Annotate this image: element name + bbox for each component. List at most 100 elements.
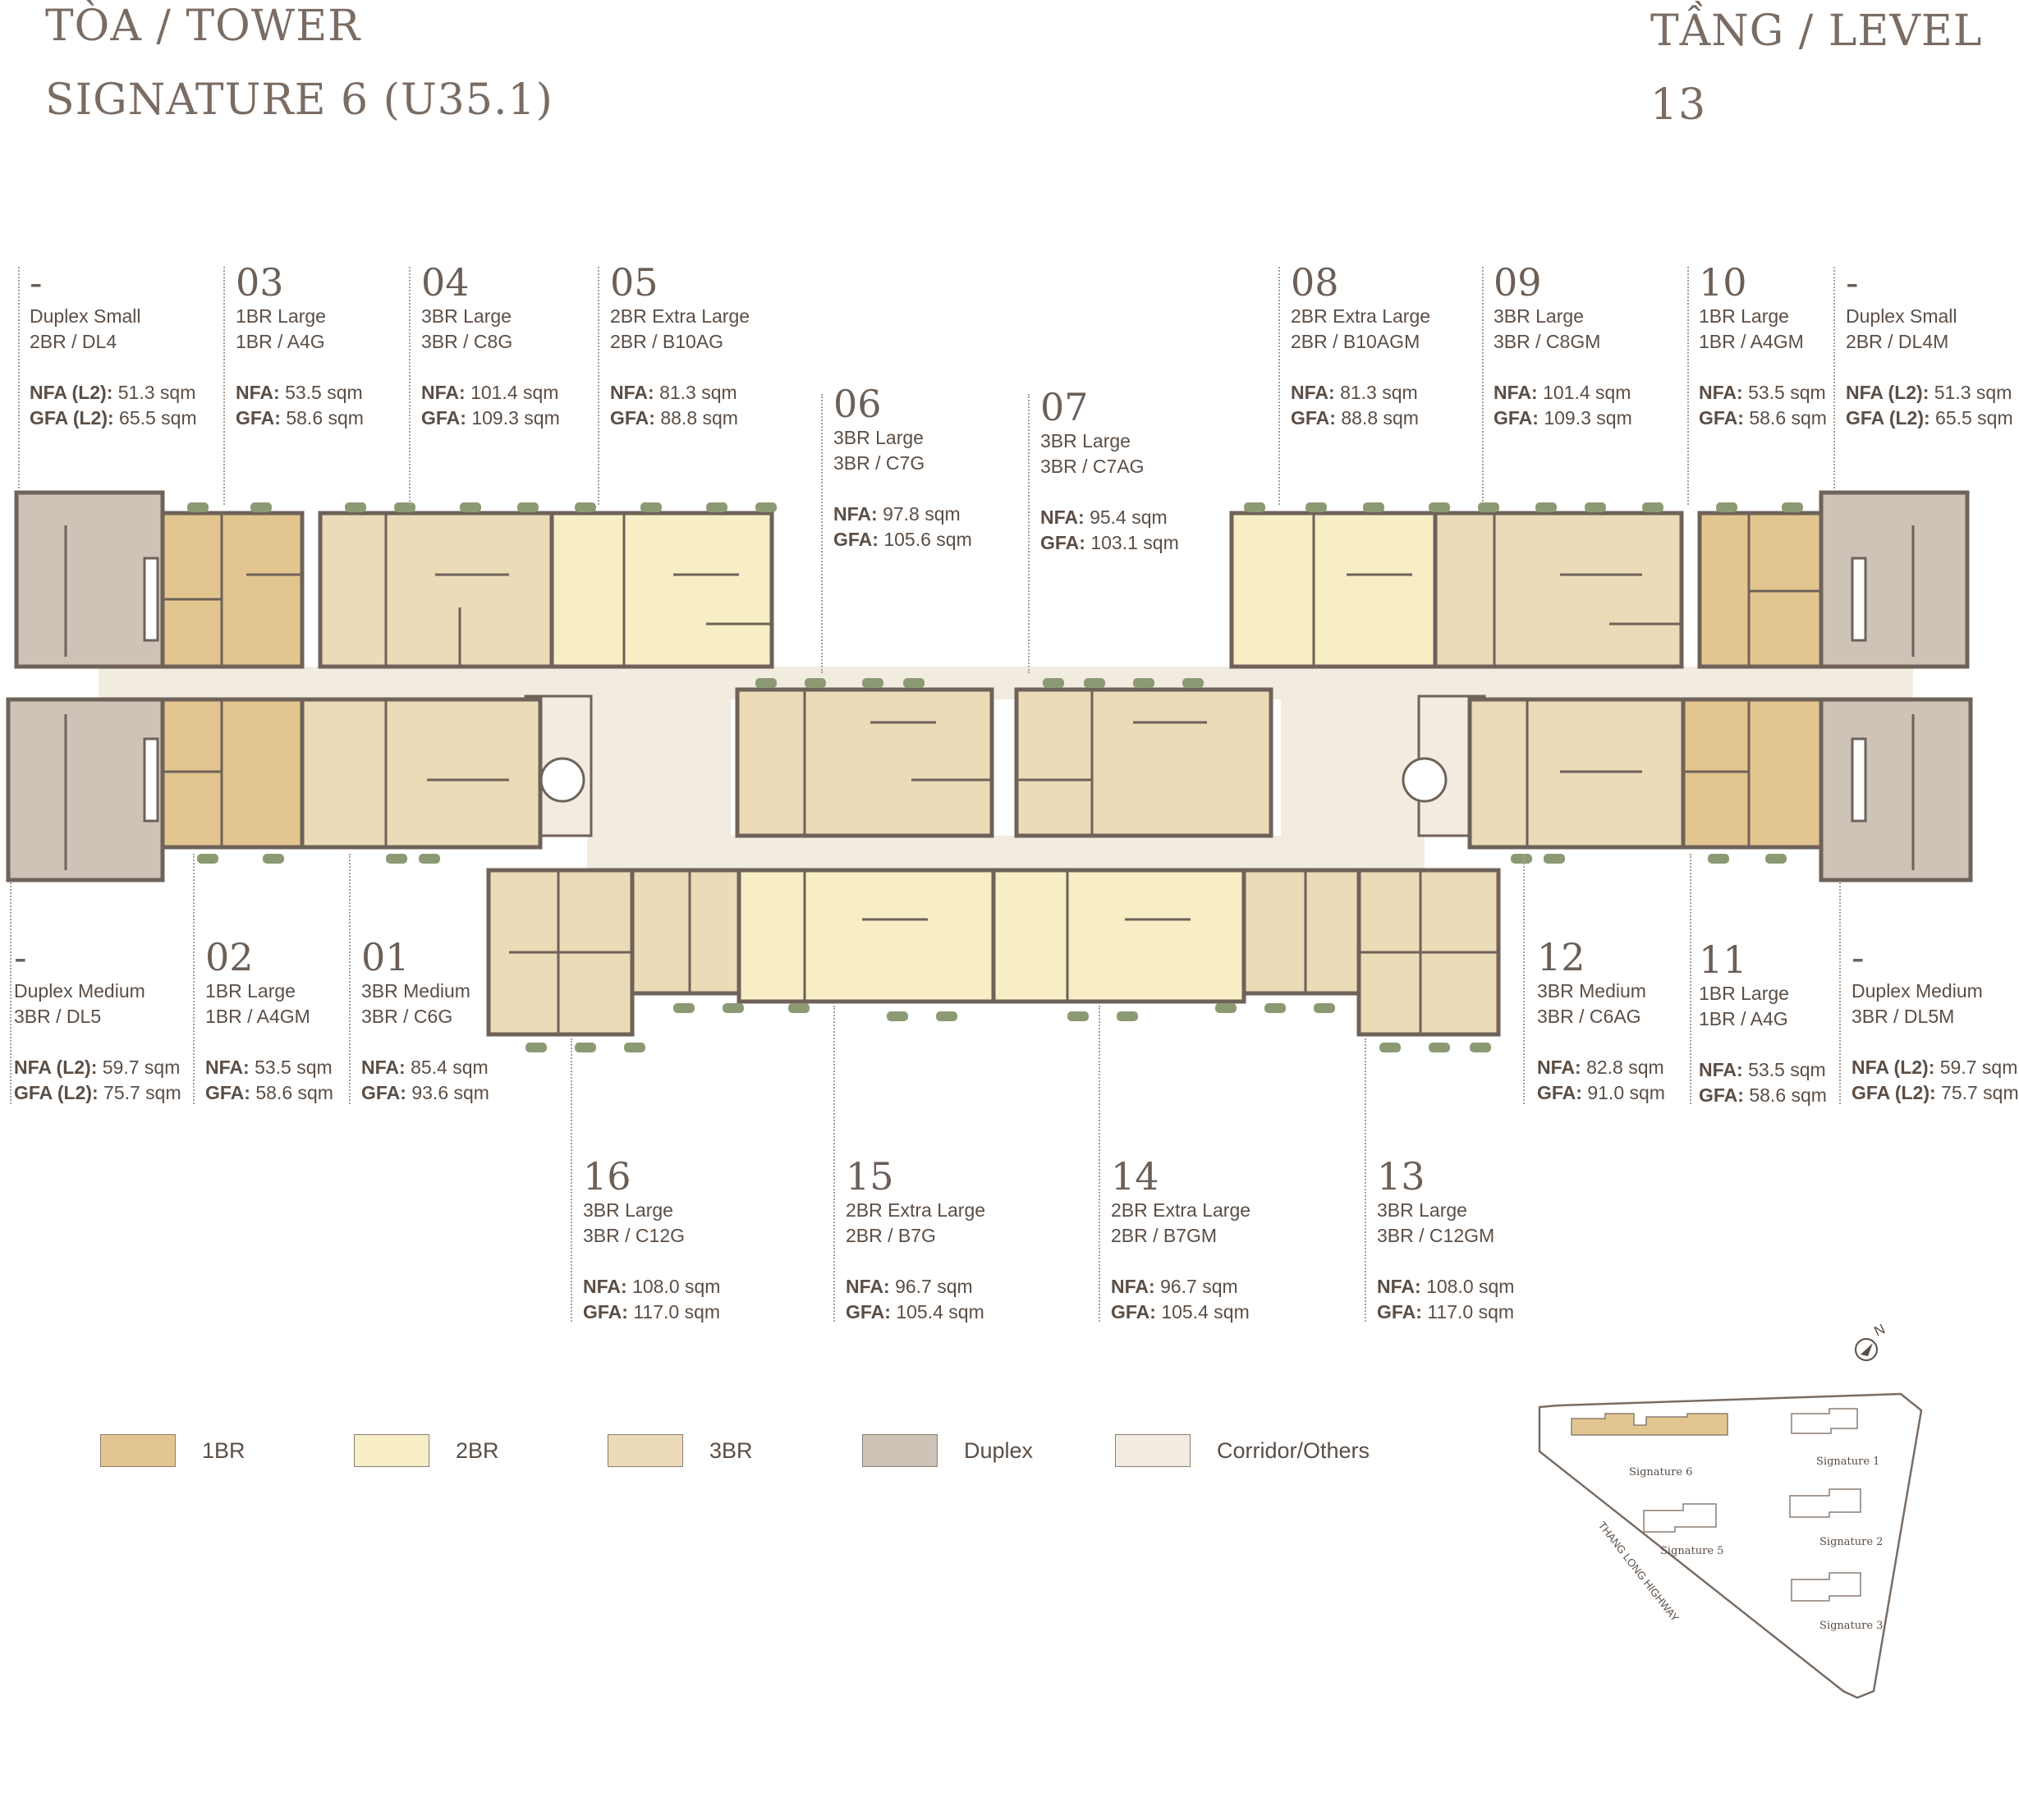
leader-duplex-dl5 <box>10 882 11 1104</box>
unit-type: 3BR Large <box>583 1199 673 1221</box>
block-unit-15 <box>736 868 996 1004</box>
unit-card-duplex-dl5m: - Duplex Medium 3BR / DL5M NFA (L2): 59.… <box>1852 935 2019 1106</box>
stair-right <box>1402 757 1448 803</box>
nfa-label: NFA: <box>205 1057 250 1078</box>
balcony-planter <box>1363 502 1384 512</box>
gfa-value: 105.6 sqm <box>883 529 972 550</box>
nfa-label: NFA (L2): <box>14 1057 98 1078</box>
unit-type: Duplex Small <box>30 305 141 327</box>
unit-type: 2BR Extra Large <box>610 305 750 327</box>
legend-label: 3BR <box>709 1437 753 1463</box>
gfa-label: GFA: <box>236 407 281 429</box>
unit-gfa: GFA: 58.6 sqm <box>1699 1083 1896 1108</box>
unit-nfa: NFA: 101.4 sqm <box>1494 380 1691 406</box>
unit-number: - <box>1846 260 1859 305</box>
block-unit-14 <box>991 868 1246 1004</box>
leader-10 <box>1687 267 1689 505</box>
unit-code: 3BR / C12GM <box>1377 1225 1495 1246</box>
unit-code: 2BR / B10AG <box>610 331 724 352</box>
unit-nfa: NFA: 95.4 sqm <box>1040 505 1237 530</box>
balcony-planter <box>1470 1043 1491 1052</box>
unit-code: 3BR / DL5 <box>14 1006 102 1027</box>
unit-number: 07 <box>1040 385 1089 429</box>
balcony-planter <box>525 1043 547 1052</box>
unit-nfa: NFA: 82.8 sqm <box>1537 1055 1734 1080</box>
leader-11 <box>1690 854 1691 1104</box>
block-unit-16b <box>630 868 741 996</box>
gfa-value: 105.4 sqm <box>896 1301 984 1323</box>
unit-nfa: NFA: 53.5 sqm <box>205 1055 402 1080</box>
legend-corridor: Corridor/Others <box>1115 1433 1370 1469</box>
unit-type: Duplex Small <box>1846 305 1957 327</box>
balcony-planter <box>903 678 925 688</box>
stair-left-flight-lower <box>143 737 159 823</box>
unit-type: 3BR Large <box>1040 430 1131 452</box>
unit-number: - <box>1852 935 1865 979</box>
leader-16 <box>571 1038 572 1322</box>
legend-swatch <box>862 1434 938 1467</box>
unit-code: 1BR / A4GM <box>1699 331 1804 352</box>
balcony-planter <box>187 502 209 512</box>
leader-08 <box>1278 267 1280 505</box>
balcony-planter <box>755 678 777 688</box>
unit-number: 09 <box>1494 260 1542 305</box>
tower-name: SIGNATURE 6 (U35.1) <box>45 76 553 125</box>
nfa-value: 101.4 sqm <box>1543 382 1631 403</box>
nfa-label: NFA: <box>1537 1057 1581 1078</box>
balcony-planter <box>517 502 539 512</box>
nfa-label: NFA (L2): <box>30 382 113 403</box>
unit-type: 1BR Large <box>236 305 326 327</box>
nfa-label: NFA: <box>610 382 654 403</box>
block-unit-13b <box>1241 868 1361 996</box>
unit-nfa: NFA: 81.3 sqm <box>610 380 807 406</box>
unit-type: 3BR Large <box>421 305 512 327</box>
unit-code: 3BR / C12G <box>583 1225 685 1246</box>
unit-nfa: NFA: 108.0 sqm <box>1377 1274 1574 1300</box>
balcony-planter <box>1133 678 1154 688</box>
balcony-planter <box>1314 1003 1335 1013</box>
unit-type: 1BR Large <box>1699 983 1789 1004</box>
unit-gfa: GFA (L2): 75.7 sqm <box>14 1080 211 1106</box>
balcony-planter <box>1585 502 1606 512</box>
unit-number: - <box>14 935 27 979</box>
unit-code: 2BR / B7G <box>846 1225 936 1246</box>
unit-gfa: GFA: 105.4 sqm <box>1111 1300 1308 1325</box>
legend-label: Duplex <box>964 1437 1034 1463</box>
balcony-planter <box>1782 502 1803 512</box>
unit-number: 14 <box>1111 1154 1159 1199</box>
stair-cores <box>143 557 1867 823</box>
balcony-planter <box>419 854 440 864</box>
balcony-planter <box>1765 854 1787 864</box>
unit-code: 3BR / C8GM <box>1494 331 1601 352</box>
unit-code: 3BR / DL5M <box>1852 1006 1955 1027</box>
gfa-label: GFA: <box>583 1301 628 1323</box>
balcony-planter <box>1535 502 1557 512</box>
balcony-planter <box>673 1003 695 1013</box>
leader-06 <box>821 394 823 673</box>
nfa-value: 97.8 sqm <box>883 503 961 525</box>
balcony-planter <box>624 1043 645 1052</box>
unit-number: 02 <box>205 935 254 979</box>
leader-07 <box>1028 394 1030 673</box>
block-unit-09 <box>1433 511 1684 669</box>
unit-card-12: 12 3BR Medium 3BR / C6AG NFA: 82.8 sqm G… <box>1537 936 1734 1106</box>
block-unit-04 <box>318 511 554 669</box>
unit-gfa: GFA: 93.6 sqm <box>361 1080 558 1106</box>
unit-card-06: 06 3BR Large 3BR / C7G NFA: 97.8 sqm GFA… <box>833 383 1030 552</box>
unit-gfa: GFA (L2): 65.5 sqm <box>30 406 227 431</box>
balcony-planter <box>788 1003 810 1013</box>
unit-card-15: 15 2BR Extra Large 2BR / B7G NFA: 96.7 s… <box>846 1155 1043 1325</box>
gfa-label: GFA: <box>1291 407 1336 429</box>
leader-12 <box>1523 854 1525 1104</box>
balcony-planter <box>1544 854 1565 864</box>
gfa-value: 117.0 sqm <box>633 1301 721 1323</box>
balcony-planter <box>706 502 727 512</box>
nfa-value: 81.3 sqm <box>1340 382 1418 403</box>
balcony-planter <box>1244 502 1265 512</box>
gfa-value: 58.6 sqm <box>1749 407 1827 429</box>
nfa-label: NFA: <box>421 382 466 403</box>
unit-code: 2BR / DL4 <box>30 331 117 352</box>
unit-type: 2BR Extra Large <box>1111 1199 1251 1221</box>
unit-number: 05 <box>610 260 658 305</box>
balcony-planter <box>1429 502 1450 512</box>
